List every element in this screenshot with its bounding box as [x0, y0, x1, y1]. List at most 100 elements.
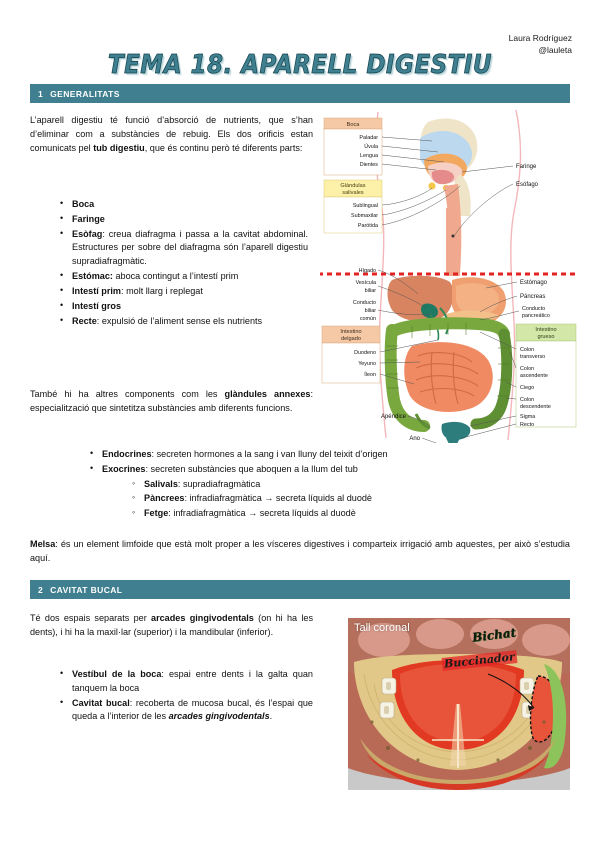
label-estomago: Estómago — [485, 280, 548, 289]
exocrine-term: Pàncrees — [144, 493, 185, 504]
svg-text:Faringe: Faringe — [516, 164, 537, 170]
part-term: Faringe — [72, 213, 105, 224]
cavitat-text-a: Té dos espais separats per — [30, 613, 152, 623]
label-ano: Ano — [409, 436, 437, 443]
label-conducto-biliar-comun: Conducto biliar común — [353, 300, 433, 322]
svg-text:Estómago: Estómago — [520, 280, 548, 286]
svg-text:Lengua: Lengua — [360, 153, 378, 159]
page-title: TEMA 18. APARELL DIGESTIU — [107, 50, 493, 80]
svg-text:Conducto: Conducto — [522, 306, 545, 312]
list-item: Esòfag: creua diafragma i passa a la cav… — [58, 227, 308, 269]
svg-text:Duodeno: Duodeno — [354, 350, 376, 356]
svg-text:ascendente: ascendente — [520, 373, 548, 379]
author-block: Laura Rodríguez @lauleta — [509, 32, 572, 57]
section-number: 1 — [38, 88, 44, 99]
label-vesicula-biliar: Vesícula biliar — [356, 280, 427, 309]
list-item: Faringe — [58, 212, 308, 227]
melsa-bold: Melsa — [30, 539, 56, 549]
list-item: Cavitat bucal: recoberta de mucosa bucal… — [58, 696, 313, 725]
svg-text:pancreático: pancreático — [522, 313, 550, 319]
svg-text:Hígado: Hígado — [359, 268, 376, 274]
coronal-section-image: Tall coronal Bichat Buccinador — [348, 618, 570, 790]
exocrine-term: Fetge — [144, 508, 169, 519]
cavitat-desc-tail: . — [269, 711, 273, 722]
svg-text:Paladar: Paladar — [359, 135, 378, 141]
cavitat-desc: : espai entre dents i la galta quan tanq… — [72, 669, 313, 693]
svg-text:Conducto: Conducto — [353, 300, 376, 306]
list-item: Salivals: supradiafragmàtica — [130, 477, 568, 492]
gland-term: Endocrines — [102, 449, 152, 459]
list-item: Estómac: aboca contingut a l’intestí pri… — [58, 269, 308, 284]
svg-text:Úvula: Úvula — [364, 143, 378, 150]
svg-text:Esófago: Esófago — [516, 182, 539, 188]
annex-text-b: : especialització que sintetitza substàn… — [30, 389, 313, 413]
author-name: Laura Rodríguez — [508, 33, 572, 43]
digestive-parts-list: Boca Faringe Esòfag: creua diafragma i p… — [58, 197, 308, 329]
list-item: Intestí gros — [58, 299, 308, 314]
cavitat-intro-paragraph: Té dos espais separats per arcades gingi… — [30, 612, 313, 640]
svg-text:Sigma: Sigma — [520, 414, 535, 420]
cavitat-bold-arcades: arcades gingivodentals — [151, 613, 254, 623]
part-desc: : molt llarg i replegat — [121, 285, 203, 296]
section-number: 2 — [38, 584, 44, 595]
svg-text:biliar: biliar — [365, 288, 377, 294]
cavitat-items-list: Vestíbul de la boca: espai entre dents i… — [58, 667, 313, 725]
label-faringe: Faringe — [461, 164, 537, 173]
svg-text:común: común — [360, 316, 376, 322]
part-term: Estómac: — [72, 271, 113, 282]
label-esofago: Esófago — [453, 182, 539, 237]
digestive-system-diagram: .bxh{font-family:"Liberation Sans",sans-… — [320, 108, 578, 443]
part-desc: : creua diafragma i passa a la cavitat a… — [72, 228, 308, 267]
gland-desc: : secreten hormones a la sang i van llun… — [151, 449, 388, 459]
part-term: Boca — [72, 199, 95, 209]
svg-text:Vesícula: Vesícula — [356, 280, 376, 286]
svg-text:Boca: Boca — [347, 122, 361, 128]
list-item: Endocrines: secreten hormones a la sang … — [88, 447, 568, 462]
cavitat-text-b: (on hi ha les dents), i hi ha la maxil·l… — [30, 613, 313, 637]
melsa-text: : és un element limfoide que està molt p… — [30, 539, 570, 563]
annex-text-a: També hi ha altres components com les — [30, 389, 225, 399]
svg-text:Parótida: Parótida — [358, 223, 378, 229]
section-label: CAVITAT BUCAL — [50, 584, 123, 595]
label-box-intestino-delgado: Intestino delgado Duodeno Yeyuno Íleon — [321, 325, 439, 385]
svg-text:transverso: transverso — [520, 354, 545, 360]
label-box-boca: Boca Paladar Úvula Lengua Dientes — [323, 117, 445, 176]
cavitat-desc-italic: arcades gingivodentals — [168, 711, 270, 722]
svg-text:descendente: descendente — [520, 404, 551, 410]
label-apendice: Apéndice — [381, 414, 431, 427]
svg-text:Páncreas: Páncreas — [520, 294, 545, 300]
svg-text:Colon: Colon — [520, 366, 534, 372]
list-item: Vestíbul de la boca: espai entre dents i… — [58, 667, 313, 696]
part-desc: aboca contingut a l’intestí prim — [112, 271, 239, 282]
annex-bold-glandules: glàndules annexes — [224, 389, 311, 399]
exocrine-desc: : infradiafragmàtica → secreta líquids a… — [184, 493, 372, 504]
cavitat-term: Cavitat bucal — [72, 697, 130, 708]
label-box-glandulas-salivales: Glándulas salivales Sublingual Submaxila… — [323, 179, 461, 234]
intro-paragraph: L’aparell digestiu té funció d’absorció … — [30, 114, 313, 155]
svg-text:Dientes: Dientes — [360, 162, 379, 168]
svg-text:delgado: delgado — [341, 336, 361, 342]
melsa-paragraph: Melsa: és un element limfoide que està m… — [30, 538, 570, 566]
svg-text:Íleon: Íleon — [364, 371, 376, 378]
svg-text:Intestino: Intestino — [535, 327, 556, 333]
svg-text:Ciego: Ciego — [520, 385, 534, 391]
section-header-cavitat-bucal: 2 CAVITAT BUCAL — [30, 580, 570, 599]
svg-text:Ano: Ano — [409, 436, 420, 442]
part-desc: : expulsió de l’aliment sense els nutrie… — [96, 315, 263, 326]
intro-bold-tub-digestiu: tub digestiu — [93, 142, 145, 153]
svg-text:biliar: biliar — [365, 308, 377, 314]
section-label: GENERALITATS — [50, 88, 120, 99]
intro-text-b: , que és continu però té diferents parts… — [144, 142, 303, 153]
list-item: Recte: expulsió de l’aliment sense els n… — [58, 314, 308, 329]
section-header-generalitats: 1 GENERALITATS — [30, 84, 570, 103]
annex-glands-paragraph: També hi ha altres components com les gl… — [30, 388, 313, 416]
list-item: Intestí prim: molt llarg i replegat — [58, 284, 308, 299]
svg-text:Sublingual: Sublingual — [353, 203, 378, 209]
label-box-intestino-grueso: Intestino grueso Colon transverso Colon … — [461, 323, 577, 439]
exocrine-desc: : infradiafragmàtica → secreta líquids a… — [168, 508, 356, 519]
part-term: Intestí gros — [72, 300, 122, 311]
svg-text:Glándulas: Glándulas — [340, 183, 365, 189]
exocrine-desc: : supradiafragmàtica — [177, 478, 261, 489]
intro-text-a: L’aparell digestiu té funció d’absorció … — [30, 115, 313, 153]
